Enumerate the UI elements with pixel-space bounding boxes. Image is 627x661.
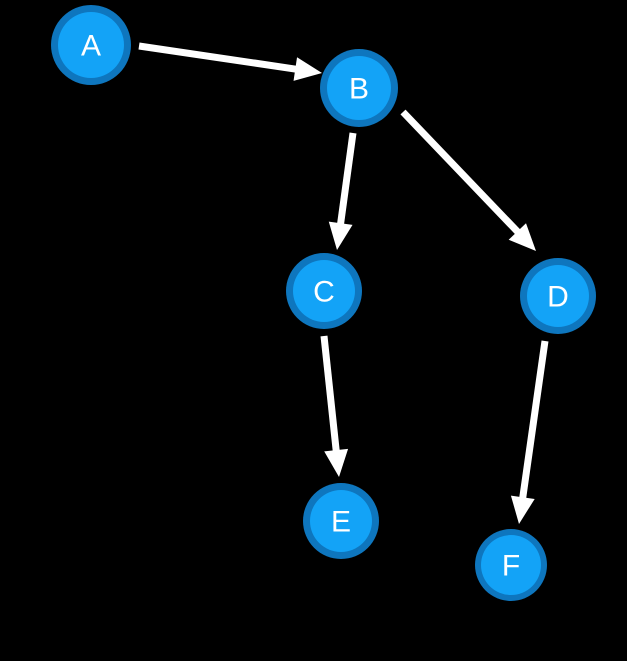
arrowhead-icon: [328, 221, 353, 250]
arrowhead-icon: [324, 448, 349, 477]
edges-layer: [138, 42, 549, 524]
node-fill: [527, 265, 589, 327]
node-fill: [58, 12, 124, 78]
edge-shaft: [518, 340, 549, 501]
node-label: A: [81, 30, 101, 63]
node-fill: [481, 535, 541, 595]
graph-edge-b-c: [328, 132, 357, 250]
graph-node-e[interactable]: E: [303, 483, 379, 559]
graph-edge-d-f: [510, 340, 549, 524]
edge-shaft: [320, 335, 340, 454]
graph-node-f[interactable]: F: [475, 529, 547, 601]
graph-edge-c-e: [320, 335, 349, 477]
node-label: F: [502, 550, 520, 583]
graph-node-d[interactable]: D: [520, 258, 596, 334]
node-label: B: [349, 73, 369, 106]
graph-node-a[interactable]: A: [51, 5, 131, 85]
edge-shaft: [336, 132, 357, 227]
arrowhead-icon: [293, 57, 322, 81]
node-fill: [293, 260, 355, 322]
graph-node-b[interactable]: B: [320, 49, 398, 127]
graph-edge-b-d: [400, 109, 536, 251]
graph-edge-a-b: [138, 42, 322, 81]
edge-shaft: [400, 109, 523, 237]
arrowhead-icon: [510, 495, 535, 524]
node-label: D: [547, 281, 569, 314]
edge-shaft: [138, 42, 300, 73]
node-fill: [327, 56, 391, 120]
arrowhead-icon: [508, 223, 536, 251]
node-fill: [310, 490, 372, 552]
nodes-layer: A B C D E F: [51, 5, 596, 601]
graph-node-c[interactable]: C: [286, 253, 362, 329]
node-label: C: [313, 276, 335, 309]
node-label: E: [331, 506, 351, 539]
